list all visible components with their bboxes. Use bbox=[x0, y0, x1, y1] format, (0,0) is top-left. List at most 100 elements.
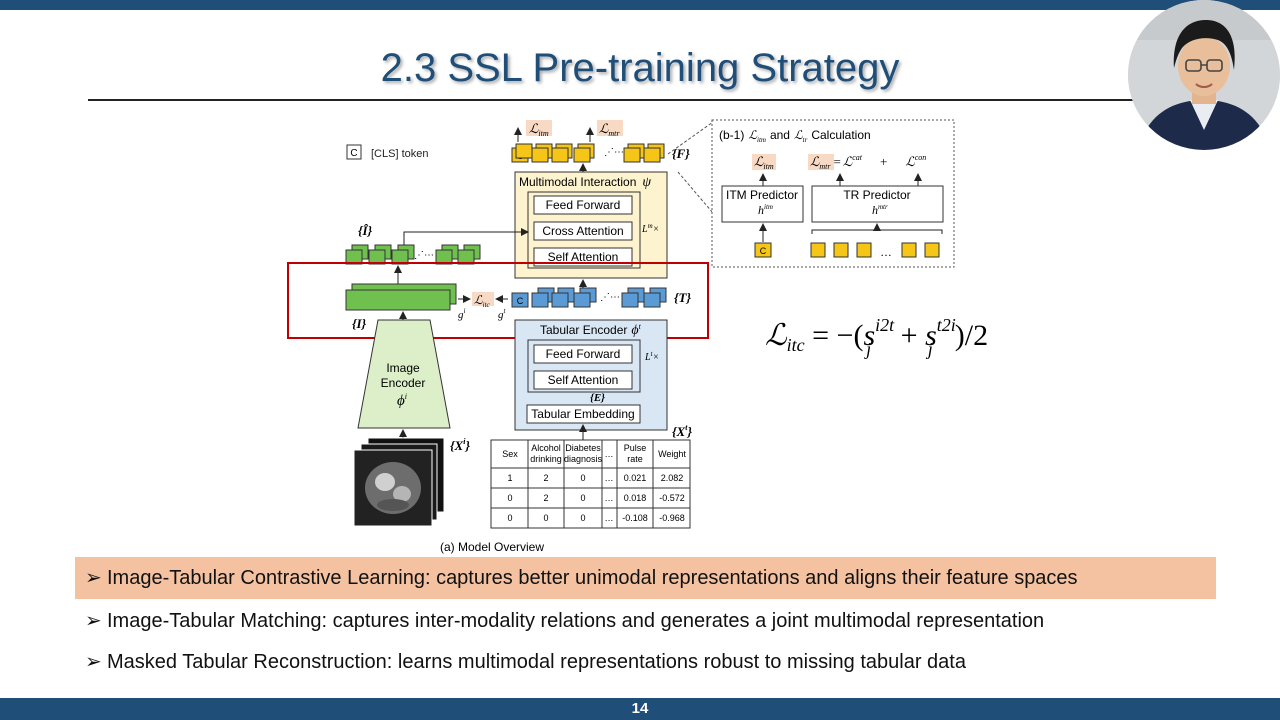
overview-caption: (a) Model Overview bbox=[440, 540, 544, 554]
table-header-diabetes-1: Diabetes bbox=[565, 443, 601, 453]
table-cell: 0.018 bbox=[624, 493, 647, 503]
presenter-webcam bbox=[1128, 0, 1280, 150]
image-encoder bbox=[357, 319, 451, 429]
model-diagram: C [CLS] token ℒitm ℒmtr C ⋰⋯ {F} Multimo… bbox=[287, 119, 988, 554]
arrow-bullet-icon: ➢ bbox=[85, 651, 102, 673]
table-cell: 0 bbox=[580, 473, 585, 483]
bullet-itc: ➢Image-Tabular Contrastive Learning: cap… bbox=[75, 557, 1216, 599]
image-encoder-line1: Image bbox=[386, 361, 420, 375]
features-F-label: {F} bbox=[672, 146, 690, 161]
tab-feed-forward-label: Feed Forward bbox=[546, 347, 621, 361]
inset-loss-equation: ℒmtr=ℒcat+ℒcon bbox=[810, 153, 926, 171]
svg-text:⋰⋯: ⋰⋯ bbox=[600, 292, 620, 303]
tr-predictor bbox=[811, 185, 944, 223]
table-cell: 1 bbox=[507, 473, 512, 483]
table-header-alcohol-2: drinking bbox=[530, 454, 562, 464]
tab-feed-forward bbox=[533, 344, 633, 364]
tab-self-attention bbox=[533, 370, 633, 390]
itc-highlight-box bbox=[287, 262, 709, 339]
table-cell: 0 bbox=[507, 493, 512, 503]
inset-ellipsis: … bbox=[880, 245, 892, 259]
inset-cls-letter: C bbox=[760, 246, 767, 256]
image-encoder-line2: Encoder bbox=[381, 376, 426, 390]
tabular-data-table: Sex Alcohol drinking Diabetes diagnosis … bbox=[490, 439, 691, 529]
table-cell: 0 bbox=[580, 513, 585, 523]
embedding-output-label: {E} bbox=[590, 392, 605, 404]
image-input-label: {Xi} bbox=[450, 437, 470, 453]
table-cell: 0 bbox=[580, 493, 585, 503]
table-cell: 0 bbox=[507, 513, 512, 523]
svg-text:ℒitm: ℒitm bbox=[529, 121, 549, 138]
table-cell: … bbox=[605, 493, 614, 503]
tab-input-label: {Xt} bbox=[672, 423, 692, 439]
mm-cross-attention bbox=[533, 221, 633, 241]
top-loss-mtr: ℒmtr bbox=[597, 120, 623, 138]
page-number: 14 bbox=[631, 700, 649, 717]
table-cell: … bbox=[605, 513, 614, 523]
inset-cls-token bbox=[754, 242, 772, 258]
table-cell: 0.021 bbox=[624, 473, 647, 483]
image-tokens-hat: ⋰⋯ bbox=[345, 244, 481, 265]
table-header-sex: Sex bbox=[502, 449, 518, 459]
itm-predictor bbox=[721, 185, 804, 223]
table-cell: 2 bbox=[543, 493, 548, 503]
table-cell: 2.082 bbox=[661, 473, 684, 483]
top-bar bbox=[0, 0, 1280, 10]
inset-loss-itm: ℒitm bbox=[754, 154, 774, 171]
bullet-text: Image-Tabular Contrastive Learning: capt… bbox=[107, 567, 1078, 589]
svg-text:⋰⋯: ⋰⋯ bbox=[414, 250, 434, 261]
itm-predictor-label: ITM Predictor bbox=[726, 188, 798, 202]
presenter-avatar-icon bbox=[1128, 0, 1280, 150]
tr-head-label: hmtr bbox=[872, 203, 888, 217]
bullet-text: Image-Tabular Matching: captures inter-m… bbox=[107, 610, 1045, 632]
proj-image-label: gi bbox=[458, 307, 466, 321]
image-tokens-bar bbox=[345, 289, 451, 311]
cls-legend-label: [CLS] token bbox=[371, 148, 428, 160]
svg-text:⋰⋯: ⋰⋯ bbox=[604, 147, 624, 158]
title-underline bbox=[88, 99, 1138, 101]
table-header-pulse-1: Pulse bbox=[624, 443, 647, 453]
tabular-tokens-label: {T} bbox=[674, 290, 691, 305]
table-header-alcohol-1: Alcohol bbox=[531, 443, 561, 453]
mm-repeat-label: Lm× bbox=[641, 222, 659, 235]
mm-self-attention bbox=[533, 247, 633, 267]
output-tokens-F: C ⋰⋯ bbox=[511, 143, 665, 163]
table-cell: 0 bbox=[543, 513, 548, 523]
table-header-diabetes-2: diagnosis bbox=[564, 454, 603, 464]
itm-head-label: hitm bbox=[758, 203, 773, 217]
image-encoder-symbol: ϕi bbox=[397, 392, 407, 409]
cls-legend-icon bbox=[346, 144, 362, 160]
mm-feed-forward-label: Feed Forward bbox=[546, 198, 621, 212]
svg-text:ℒmtr: ℒmtr bbox=[599, 121, 620, 138]
itc-loss-label: ℒitc bbox=[474, 293, 491, 309]
table-cell: 2 bbox=[543, 473, 548, 483]
table-header-weight: Weight bbox=[658, 449, 686, 459]
table-cell: … bbox=[605, 473, 614, 483]
table-cell: -0.108 bbox=[622, 513, 648, 523]
arrow-bullet-icon: ➢ bbox=[85, 610, 102, 632]
tabular-embedding-label: Tabular Embedding bbox=[531, 407, 634, 421]
image-tokens-hat-label: {Î} bbox=[358, 223, 373, 238]
arrow-bullet-icon: ➢ bbox=[85, 567, 102, 589]
table-cell: -0.968 bbox=[659, 513, 685, 523]
svg-text:C: C bbox=[517, 296, 524, 306]
mm-cross-attention-label: Cross Attention bbox=[542, 224, 623, 238]
mm-feed-forward bbox=[533, 195, 633, 215]
bullet-mtr: ➢Masked Tabular Reconstruction: learns m… bbox=[75, 641, 1216, 683]
mri-image-stack bbox=[353, 437, 445, 527]
tab-repeat-label: Lt× bbox=[644, 350, 659, 363]
slide-title: 2.3 SSL Pre-training Strategy bbox=[380, 46, 900, 90]
bottom-bar bbox=[0, 698, 1280, 720]
image-tokens-label: {I} bbox=[352, 316, 367, 331]
bullet-itm: ➢Image-Tabular Matching: captures inter-… bbox=[75, 600, 1216, 642]
tabular-tokens-T: C ⋰⋯ bbox=[511, 287, 667, 308]
table-header-pulse-2: rate bbox=[627, 454, 643, 464]
table-cell: -0.572 bbox=[659, 493, 685, 503]
top-loss-itm: ℒitm bbox=[526, 120, 552, 138]
tab-self-attention-label: Self Attention bbox=[548, 373, 619, 387]
tr-predictor-label: TR Predictor bbox=[843, 188, 910, 202]
